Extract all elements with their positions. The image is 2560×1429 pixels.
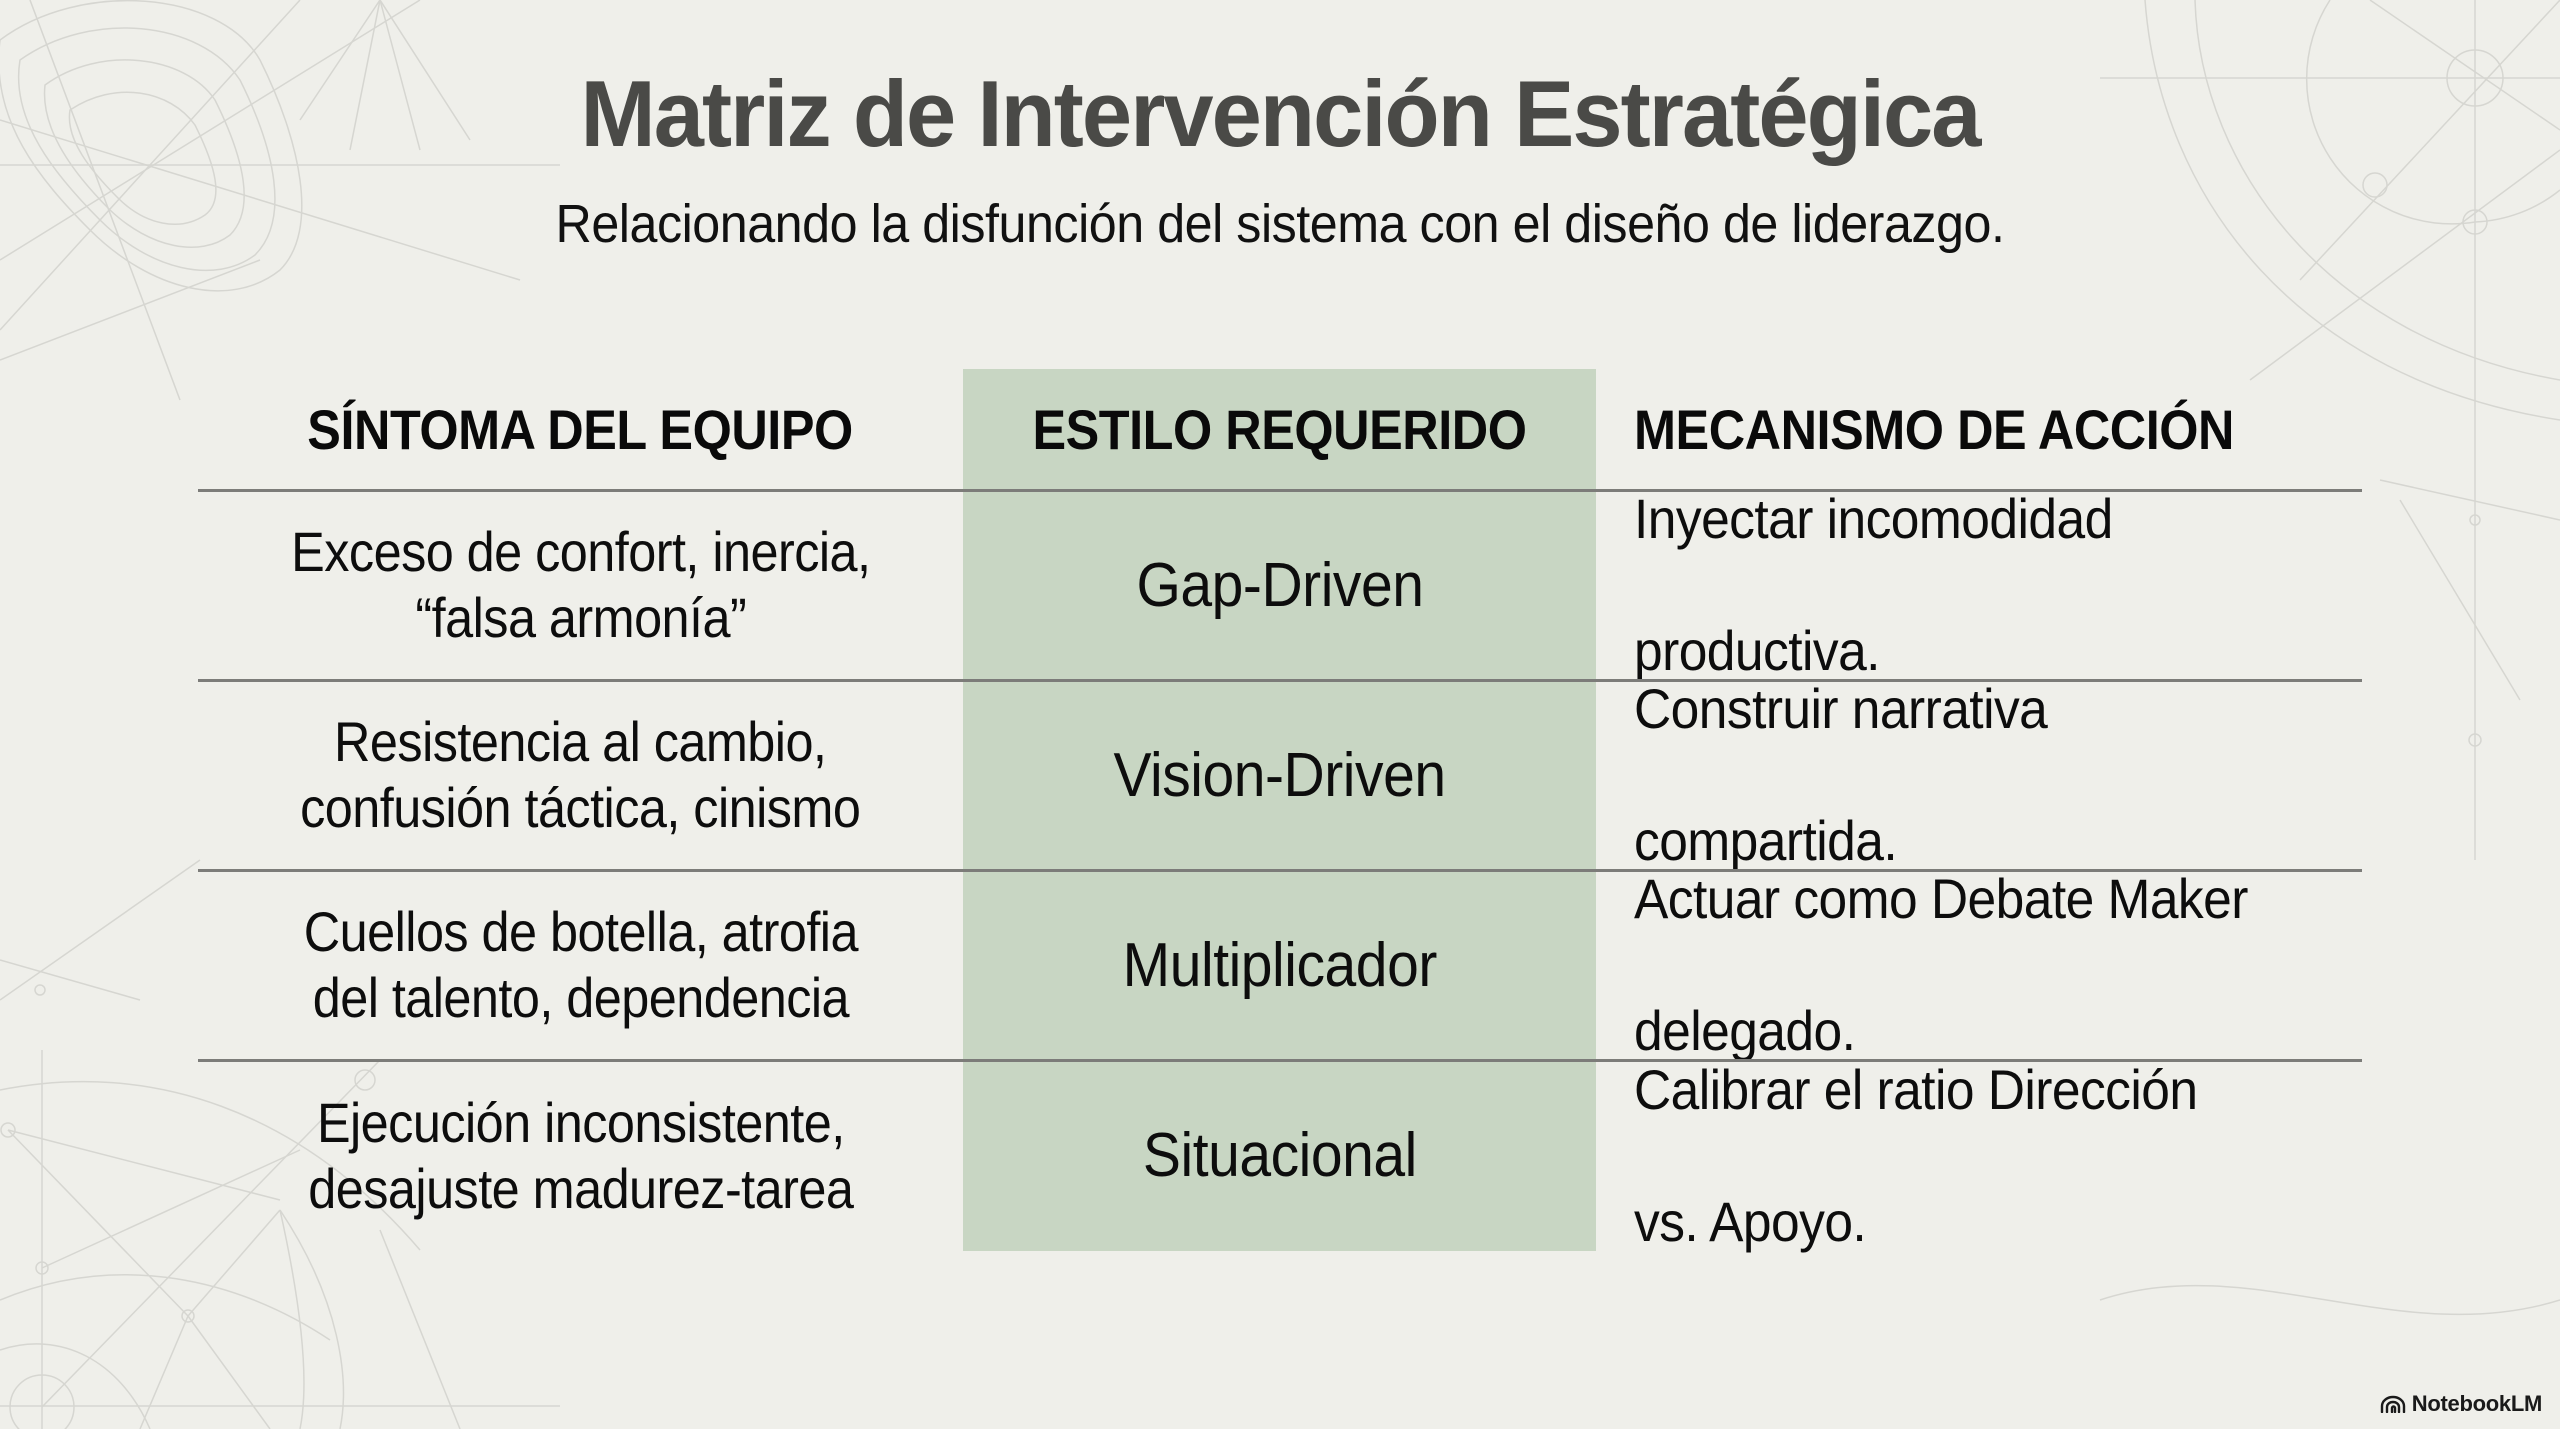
table-row: Ejecución inconsistente, desajuste madur… bbox=[198, 1058, 2362, 1253]
symptom-line: “falsa armonía” bbox=[415, 586, 746, 649]
table-row: Exceso de confort, inercia, “falsa armon… bbox=[198, 487, 2362, 682]
page-title: Matriz de Intervención Estratégica bbox=[580, 61, 1981, 166]
symptom-text: Cuellos de botella, atrofia del talento,… bbox=[303, 899, 858, 1031]
mechanism-text: Calibrar el ratio Dirección vs. Apoyo. bbox=[1634, 991, 2198, 1321]
header-mechanism-label: MECANISMO DE ACCIÓN bbox=[1634, 398, 2234, 461]
symptom-text: Resistencia al cambio, confusión táctica… bbox=[300, 709, 861, 841]
header-cell-mechanism: MECANISMO DE ACCIÓN bbox=[1596, 369, 2362, 490]
mechanism-text: Actuar como Debate Maker delegado. bbox=[1634, 800, 2248, 1130]
style-cell: Vision-Driven bbox=[963, 680, 1596, 870]
intervention-matrix-table: SÍNTOMA DEL EQUIPO ESTILO REQUERIDO MECA… bbox=[198, 369, 2362, 1253]
row-divider bbox=[198, 1059, 2362, 1062]
symptom-cell: Exceso de confort, inercia, “falsa armon… bbox=[198, 490, 963, 680]
mechanism-cell: Inyectar incomodidad productiva. bbox=[1596, 487, 2362, 682]
mechanism-line: Calibrar el ratio Dirección bbox=[1634, 1057, 2198, 1121]
table-row: Cuellos de botella, atrofia del talento,… bbox=[198, 867, 2362, 1062]
table-header-row: SÍNTOMA DEL EQUIPO ESTILO REQUERIDO MECA… bbox=[198, 369, 2362, 490]
symptom-line: del talento, dependencia bbox=[312, 966, 849, 1029]
symptom-line: Exceso de confort, inercia, bbox=[290, 520, 871, 583]
symptom-line: confusión táctica, cinismo bbox=[300, 776, 861, 839]
mechanism-cell: Construir narrativa compartida. bbox=[1596, 677, 2362, 872]
symptom-cell: Resistencia al cambio, confusión táctica… bbox=[198, 680, 963, 870]
style-text: Vision-Driven bbox=[1113, 740, 1446, 810]
brand-label: NotebookLM bbox=[2411, 1391, 2543, 1416]
style-cell: Gap-Driven bbox=[963, 490, 1596, 680]
row-divider bbox=[198, 869, 2362, 872]
header-symptom-label: SÍNTOMA DEL EQUIPO bbox=[307, 398, 854, 461]
notebooklm-logo-icon bbox=[2380, 1395, 2405, 1413]
style-text: Gap-Driven bbox=[1135, 550, 1424, 620]
page-subtitle: Relacionando la disfunción del sistema c… bbox=[555, 194, 2005, 254]
style-text: Multiplicador bbox=[1122, 930, 1437, 1000]
style-cell: Situacional bbox=[963, 1060, 1596, 1251]
row-divider bbox=[198, 679, 2362, 682]
mechanism-line: Actuar como Debate Maker bbox=[1634, 867, 2248, 930]
header-cell-style: ESTILO REQUERIDO bbox=[963, 369, 1596, 490]
symptom-line: Resistencia al cambio, bbox=[334, 710, 827, 773]
mechanism-line: vs. Apoyo. bbox=[1634, 1189, 1867, 1253]
mechanism-line: compartida. bbox=[1634, 809, 1898, 872]
mechanism-text: Construir narrativa compartida. bbox=[1634, 610, 2048, 940]
header-divider bbox=[198, 489, 2362, 492]
mechanism-cell: Actuar como Debate Maker delegado. bbox=[1596, 867, 2362, 1062]
style-text: Situacional bbox=[1142, 1121, 1417, 1190]
mechanism-line: delegado. bbox=[1634, 999, 1856, 1062]
header-cell-symptom: SÍNTOMA DEL EQUIPO bbox=[198, 369, 963, 490]
symptom-line: desajuste madurez-tarea bbox=[307, 1156, 854, 1220]
symptom-cell: Ejecución inconsistente, desajuste madur… bbox=[198, 1060, 963, 1251]
mechanism-cell: Calibrar el ratio Dirección vs. Apoyo. bbox=[1596, 1058, 2362, 1253]
mechanism-text: Inyectar incomodidad productiva. bbox=[1634, 420, 2113, 750]
notebooklm-branding: NotebookLM bbox=[2380, 1391, 2542, 1417]
highlighted-style-column bbox=[963, 369, 1596, 1251]
symptom-line: Cuellos de botella, atrofia bbox=[303, 900, 858, 963]
header-style-label: ESTILO REQUERIDO bbox=[1032, 398, 1527, 461]
symptom-text: Exceso de confort, inercia, “falsa armon… bbox=[290, 519, 871, 651]
mechanism-line: productiva. bbox=[1634, 619, 1881, 682]
mechanism-line: Construir narrativa bbox=[1634, 677, 2048, 740]
style-cell: Multiplicador bbox=[963, 870, 1596, 1060]
mechanism-line: Inyectar incomodidad bbox=[1634, 487, 2113, 550]
symptom-line: Ejecución inconsistente, bbox=[316, 1090, 845, 1154]
symptom-text: Ejecución inconsistente, desajuste madur… bbox=[307, 1090, 854, 1222]
table-row: Resistencia al cambio, confusión táctica… bbox=[198, 677, 2362, 872]
symptom-cell: Cuellos de botella, atrofia del talento,… bbox=[198, 870, 963, 1060]
